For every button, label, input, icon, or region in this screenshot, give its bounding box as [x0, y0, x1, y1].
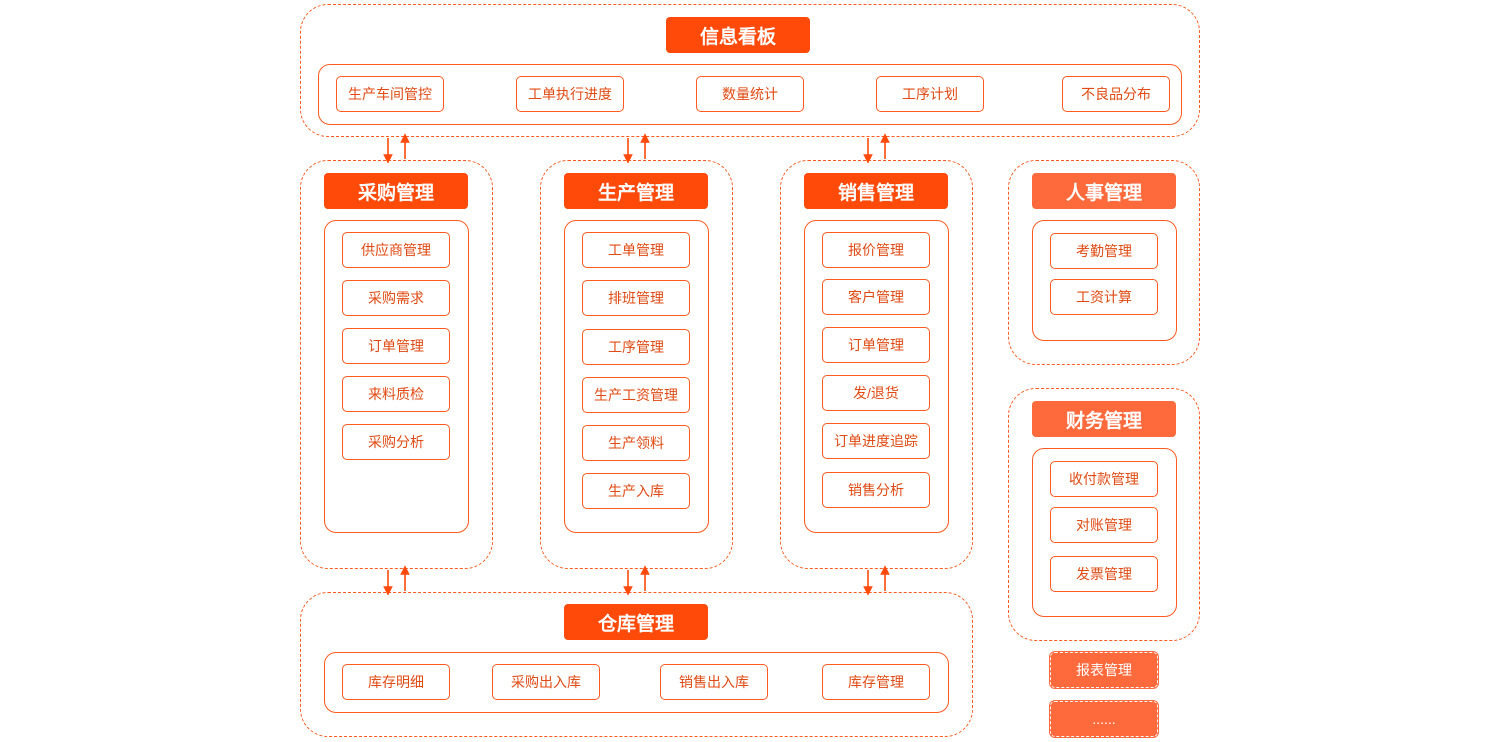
production-item-work-orders[interactable]: 工单管理	[582, 232, 690, 268]
hr-title: 人事管理	[1032, 173, 1176, 209]
production-item-wages[interactable]: 生产工资管理	[582, 377, 690, 413]
sales-group	[780, 160, 973, 569]
sales-item-quotation[interactable]: 报价管理	[822, 232, 930, 268]
purchase-item-supplier[interactable]: 供应商管理	[342, 232, 450, 268]
purchase-title: 采购管理	[324, 173, 468, 209]
warehouse-item-sales-inout[interactable]: 销售出入库	[660, 664, 768, 700]
dashboard-title: 信息看板	[666, 17, 810, 53]
production-title: 生产管理	[564, 173, 708, 209]
finance-title: 财务管理	[1032, 401, 1176, 437]
hr-group	[1008, 160, 1200, 365]
purchase-item-demand[interactable]: 采购需求	[342, 280, 450, 316]
hr-item-payroll[interactable]: 工资计算	[1050, 279, 1158, 315]
dashboard-item-defect-distribution[interactable]: 不良品分布	[1062, 76, 1170, 112]
finance-item-payments[interactable]: 收付款管理	[1050, 461, 1158, 497]
sales-item-orders[interactable]: 订单管理	[822, 327, 930, 363]
purchase-item-orders[interactable]: 订单管理	[342, 328, 450, 364]
finance-item-invoices[interactable]: 发票管理	[1050, 556, 1158, 592]
finance-item-reconciliation[interactable]: 对账管理	[1050, 507, 1158, 543]
production-item-process[interactable]: 工序管理	[582, 329, 690, 365]
sales-item-order-tracking[interactable]: 订单进度追踪	[822, 423, 930, 459]
warehouse-item-inventory-detail[interactable]: 库存明细	[342, 664, 450, 700]
dashboard-items-box	[318, 64, 1182, 125]
finance-group	[1008, 388, 1200, 641]
dashboard-item-process-plan[interactable]: 工序计划	[876, 76, 984, 112]
sales-item-customers[interactable]: 客户管理	[822, 279, 930, 315]
dashboard-group	[300, 4, 1200, 137]
production-item-material-picking[interactable]: 生产领料	[582, 425, 690, 461]
hr-item-attendance[interactable]: 考勤管理	[1050, 233, 1158, 269]
sales-item-analysis[interactable]: 销售分析	[822, 472, 930, 508]
warehouse-group	[300, 592, 973, 737]
warehouse-item-inventory-management[interactable]: 库存管理	[822, 664, 930, 700]
dashboard-item-quantity-stats[interactable]: 数量统计	[696, 76, 804, 112]
production-group	[540, 160, 733, 569]
purchase-group	[300, 160, 493, 569]
sales-item-shipping-returns[interactable]: 发/退货	[822, 375, 930, 411]
warehouse-item-purchase-inout[interactable]: 采购出入库	[492, 664, 600, 700]
sales-title: 销售管理	[804, 173, 948, 209]
purchase-item-incoming-qc[interactable]: 来料质检	[342, 376, 450, 412]
purchase-item-analysis[interactable]: 采购分析	[342, 424, 450, 460]
dashboard-item-workshop-control[interactable]: 生产车间管控	[336, 76, 444, 112]
reports-tag[interactable]: 报表管理	[1049, 651, 1159, 689]
production-item-warehousing[interactable]: 生产入库	[582, 473, 690, 509]
more-tag[interactable]: ......	[1049, 700, 1159, 738]
warehouse-title: 仓库管理	[564, 604, 708, 640]
production-item-scheduling[interactable]: 排班管理	[582, 280, 690, 316]
dashboard-item-work-order-progress[interactable]: 工单执行进度	[516, 76, 624, 112]
